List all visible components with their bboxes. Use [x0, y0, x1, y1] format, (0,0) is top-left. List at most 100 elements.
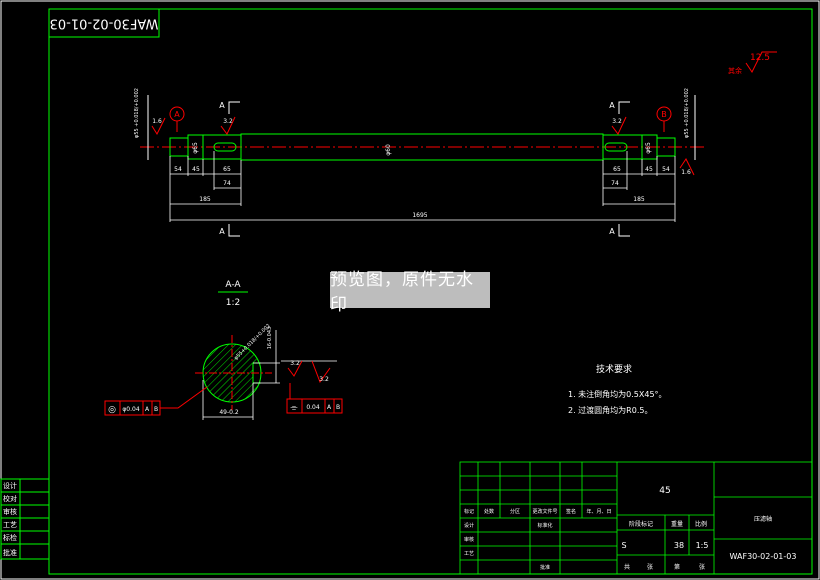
note-item-2: 2. 过渡圆角均为R0.5。 [568, 405, 652, 415]
roughness-other: 其余 12.5 [728, 51, 777, 75]
strip-label-2: 校对 [3, 494, 17, 503]
dim-45-left: 45 [192, 166, 200, 173]
key-width-dim: 16-0.043 [267, 327, 273, 349]
section-mark-bottom-left: A [219, 227, 225, 236]
strip-label-1: 设计 [3, 481, 17, 490]
fcf-left: ◎ φ0.04 A B [104, 386, 208, 416]
fcf-left-datum2: B [154, 406, 158, 413]
drawing-number-rotated: WAF30-02-01-03 [50, 16, 159, 31]
dim-45-right: 45 [645, 166, 653, 173]
sheet-unit-2: 张 [699, 563, 705, 571]
part-name: 压滤轴 [754, 515, 772, 523]
rough-32-left: 3.2 [223, 118, 233, 125]
rough-32b: 3.2 [319, 376, 329, 383]
rough-32-right-icon [611, 116, 627, 135]
fcf-left-value: φ0.04 [122, 406, 140, 413]
scale-value: 1:5 [696, 541, 709, 550]
rough-32a-icon [287, 360, 303, 377]
datum-b-label: B [661, 110, 667, 119]
concentricity-icon: ◎ [108, 405, 116, 415]
role-design: 设计 [464, 522, 474, 529]
fcf-right-datum1: A [327, 404, 332, 411]
note-item-1: 1. 未注倒角均为0.5X45°。 [568, 389, 667, 399]
rough-32-right: 3.2 [612, 118, 622, 125]
fcf-right: ⌯ 0.04 A B [286, 383, 343, 414]
rough-16-right: 1.6 [681, 169, 691, 176]
section-scale: 1:2 [226, 298, 240, 308]
dia-65-right-label: φ65 [645, 142, 652, 154]
section-aa: A-A 1:2 φ55+0.018/+0.002 49-0.2 16-0.043 [104, 280, 343, 420]
dim-185-left: 185 [199, 196, 211, 203]
rough-32b-icon [311, 360, 331, 384]
section-title: A-A [225, 280, 241, 290]
roughness-other-value: 12.5 [750, 53, 770, 63]
dim-54-left: 54 [174, 166, 182, 173]
material-value: 45 [659, 486, 670, 496]
left-keyway [213, 142, 237, 152]
strip-label-6: 批准 [3, 548, 17, 557]
strip-label-4: 工艺 [3, 521, 17, 529]
role-review: 审核 [464, 536, 474, 543]
symmetry-icon: ⌯ [290, 403, 298, 413]
dim-54-right: 54 [662, 166, 670, 173]
stage-mark-header: 阶段标记 [629, 520, 653, 528]
rev-header-5: 签名 [566, 508, 576, 515]
rev-header-3: 分区 [510, 508, 520, 515]
dim-74-right: 74 [611, 180, 619, 187]
dia-55-left-label: φ55 +0.018/+0.002 [134, 88, 140, 138]
weight-header: 重量 [671, 520, 683, 528]
role-approve: 批准 [540, 564, 550, 571]
key-depth-dim: 49-0.2 [219, 409, 239, 416]
datum-a-label: A [174, 110, 180, 119]
role-process: 工艺 [464, 551, 474, 557]
dim-65-left: 65 [223, 166, 231, 173]
left-approval-strip: 设计 校对 审核 工艺 标检 批准 [0, 478, 50, 560]
strip-label-5: 标检 [3, 533, 17, 542]
notes-title: 技术要求 [596, 363, 632, 375]
inner-frame [48, 8, 813, 575]
section-mark-top-right: A [609, 101, 615, 110]
dia-65-left-label: φ65 [192, 142, 199, 154]
fcf-right-datum2: B [336, 404, 340, 411]
stage-value: S [621, 541, 626, 550]
section-marks: A A A A [219, 101, 630, 237]
dia-60-label: φ60 [385, 144, 392, 156]
roughness-other-prefix: 其余 [728, 66, 742, 75]
drawing-number-box: WAF30-02-01-03 [48, 8, 160, 38]
rough-32-left-icon [220, 116, 236, 135]
roughness-symbol-icon [745, 51, 777, 73]
dim-74-left: 74 [223, 180, 231, 187]
shaft-dimensions [169, 151, 676, 222]
preview-watermark: 预览图，原件无水印 [330, 270, 490, 315]
weight-value: 38 [674, 541, 684, 550]
dia-55-right-label: φ55 +0.018/+0.002 [684, 88, 690, 138]
fcf-left-datum1: A [145, 406, 150, 413]
dim-1695: 1695 [412, 212, 427, 219]
rough-32a: 3.2 [290, 360, 300, 367]
rough-16-left-icon [151, 117, 166, 136]
section-mark-top-left: A [219, 101, 225, 110]
strip-label-3: 审核 [3, 507, 17, 516]
role-std: 标准化 [537, 522, 552, 529]
dim-65-right: 65 [613, 166, 621, 173]
sheet-no-label: 第 [674, 563, 680, 571]
scale-header: 比例 [695, 520, 707, 528]
sheet-total-label: 共 [624, 563, 630, 571]
rough-16-right-icon [679, 158, 695, 176]
dim-185-right: 185 [633, 196, 645, 203]
title-block [459, 461, 813, 575]
right-keyway [604, 142, 628, 152]
sheet-unit-1: 张 [647, 563, 653, 571]
rough-16-left: 1.6 [152, 118, 162, 125]
rev-header-4: 更改文件号 [532, 508, 557, 515]
shaft-main-view: φ60 φ65 φ65 φ55 +0.018/+0.002 φ55 +0.018… [134, 88, 705, 237]
title-block-text: 45 压滤轴 WAF30-02-01-03 阶段标记 重量 比例 S 38 1:… [464, 486, 796, 571]
rev-header-2: 处数 [484, 508, 494, 515]
section-mark-bottom-right: A [609, 227, 615, 236]
rev-header-1: 标记 [464, 508, 474, 515]
rev-header-6: 年、月、日 [586, 508, 611, 515]
fcf-right-value: 0.04 [306, 404, 320, 411]
